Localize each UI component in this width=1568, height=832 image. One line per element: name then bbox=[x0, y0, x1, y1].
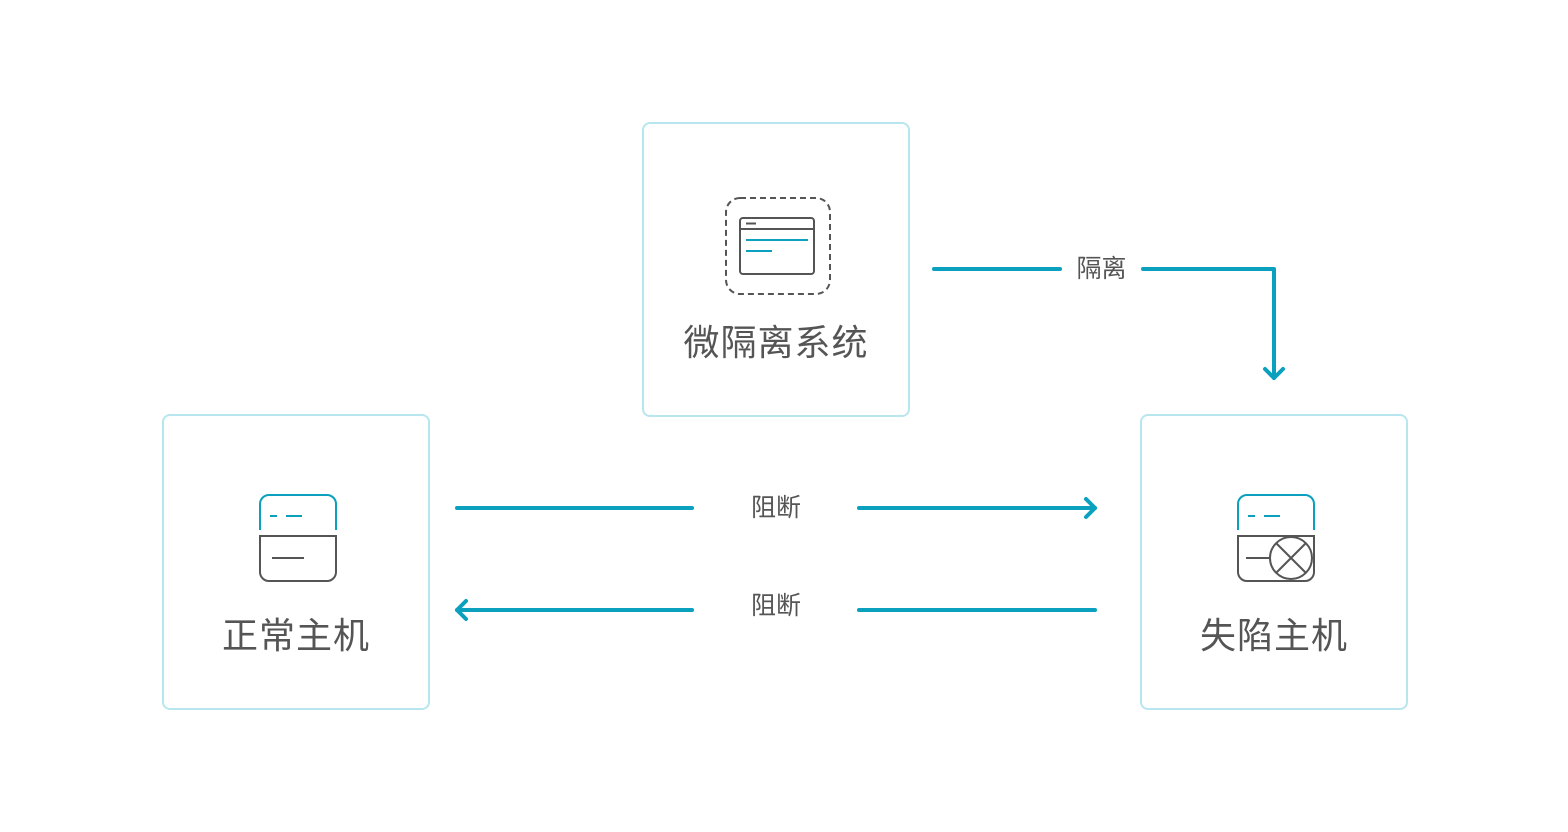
block-back-label: 阻断 bbox=[750, 591, 801, 620]
block-back-connector bbox=[455, 599, 1097, 621]
micro-isolation-system-label: 微隔离系统 bbox=[683, 323, 869, 364]
browser-window-icon bbox=[725, 197, 831, 295]
compromised-host-label: 失陷主机 bbox=[1199, 616, 1348, 657]
isolate-connector bbox=[932, 267, 1285, 380]
block-forward-label: 阻断 bbox=[750, 493, 801, 522]
block-forward-arrowhead bbox=[1084, 497, 1097, 519]
compromised-host-node: 失陷主机 bbox=[1140, 414, 1408, 710]
compromised-server-icon bbox=[1237, 494, 1315, 582]
block-back-arrowhead bbox=[455, 599, 468, 621]
block-forward-connector bbox=[455, 497, 1097, 519]
normal-host-label: 正常主机 bbox=[221, 616, 370, 657]
server-icon bbox=[259, 494, 337, 582]
isolate-label: 隔离 bbox=[1076, 254, 1127, 283]
normal-host-node: 正常主机 bbox=[162, 414, 430, 710]
micro-isolation-system-node: 微隔离系统 bbox=[642, 122, 910, 417]
isolate-arrowhead bbox=[1263, 367, 1285, 380]
